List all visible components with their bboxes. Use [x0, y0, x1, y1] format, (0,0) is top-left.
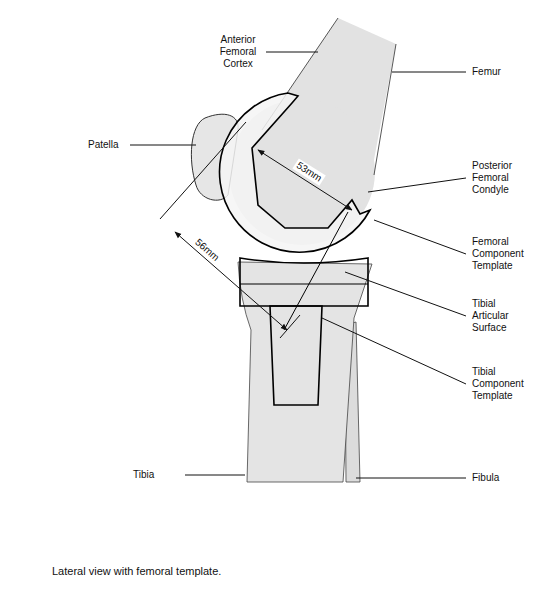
posterior-femur-edge: [374, 44, 396, 175]
dimension-line: [175, 232, 287, 330]
leader-line: [345, 272, 466, 316]
femoral-template: [220, 93, 370, 252]
part-label: Fibula: [472, 472, 532, 484]
part-label: Tibial Articular Surface: [472, 298, 532, 334]
dimension-label: 53mm: [292, 158, 325, 185]
tibial-articular-line: [240, 284, 368, 285]
alignment-line: [284, 212, 348, 330]
tibia-bone: [238, 262, 372, 482]
leader-line: [130, 145, 196, 146]
leader-line: [356, 478, 466, 479]
extension-line: [280, 315, 300, 338]
tibial-tray-template: [240, 258, 368, 306]
part-label: Patella: [88, 139, 128, 151]
leader-line: [185, 475, 245, 476]
part-label: Anterior Femoral Cortex: [212, 34, 264, 70]
leader-line: [266, 52, 318, 53]
figure-caption: Lateral view with femoral template.: [52, 565, 221, 578]
leader-line: [392, 72, 466, 73]
leader-line: [368, 178, 466, 192]
tibial-stem-template: [270, 306, 322, 405]
leader-line: [374, 220, 466, 254]
part-label: Tibial Component Template: [472, 366, 538, 402]
part-label: Posterior Femoral Condyle: [472, 160, 532, 196]
leader-line: [322, 318, 466, 384]
part-label: Femoral Component Template: [472, 236, 538, 272]
dimension-line: [258, 150, 352, 210]
extension-line: [160, 122, 246, 219]
dimension-label: 56mm: [191, 235, 223, 265]
part-label: Femur: [472, 66, 532, 78]
part-label: Tibia: [133, 469, 181, 481]
leader-lines: [130, 52, 466, 478]
